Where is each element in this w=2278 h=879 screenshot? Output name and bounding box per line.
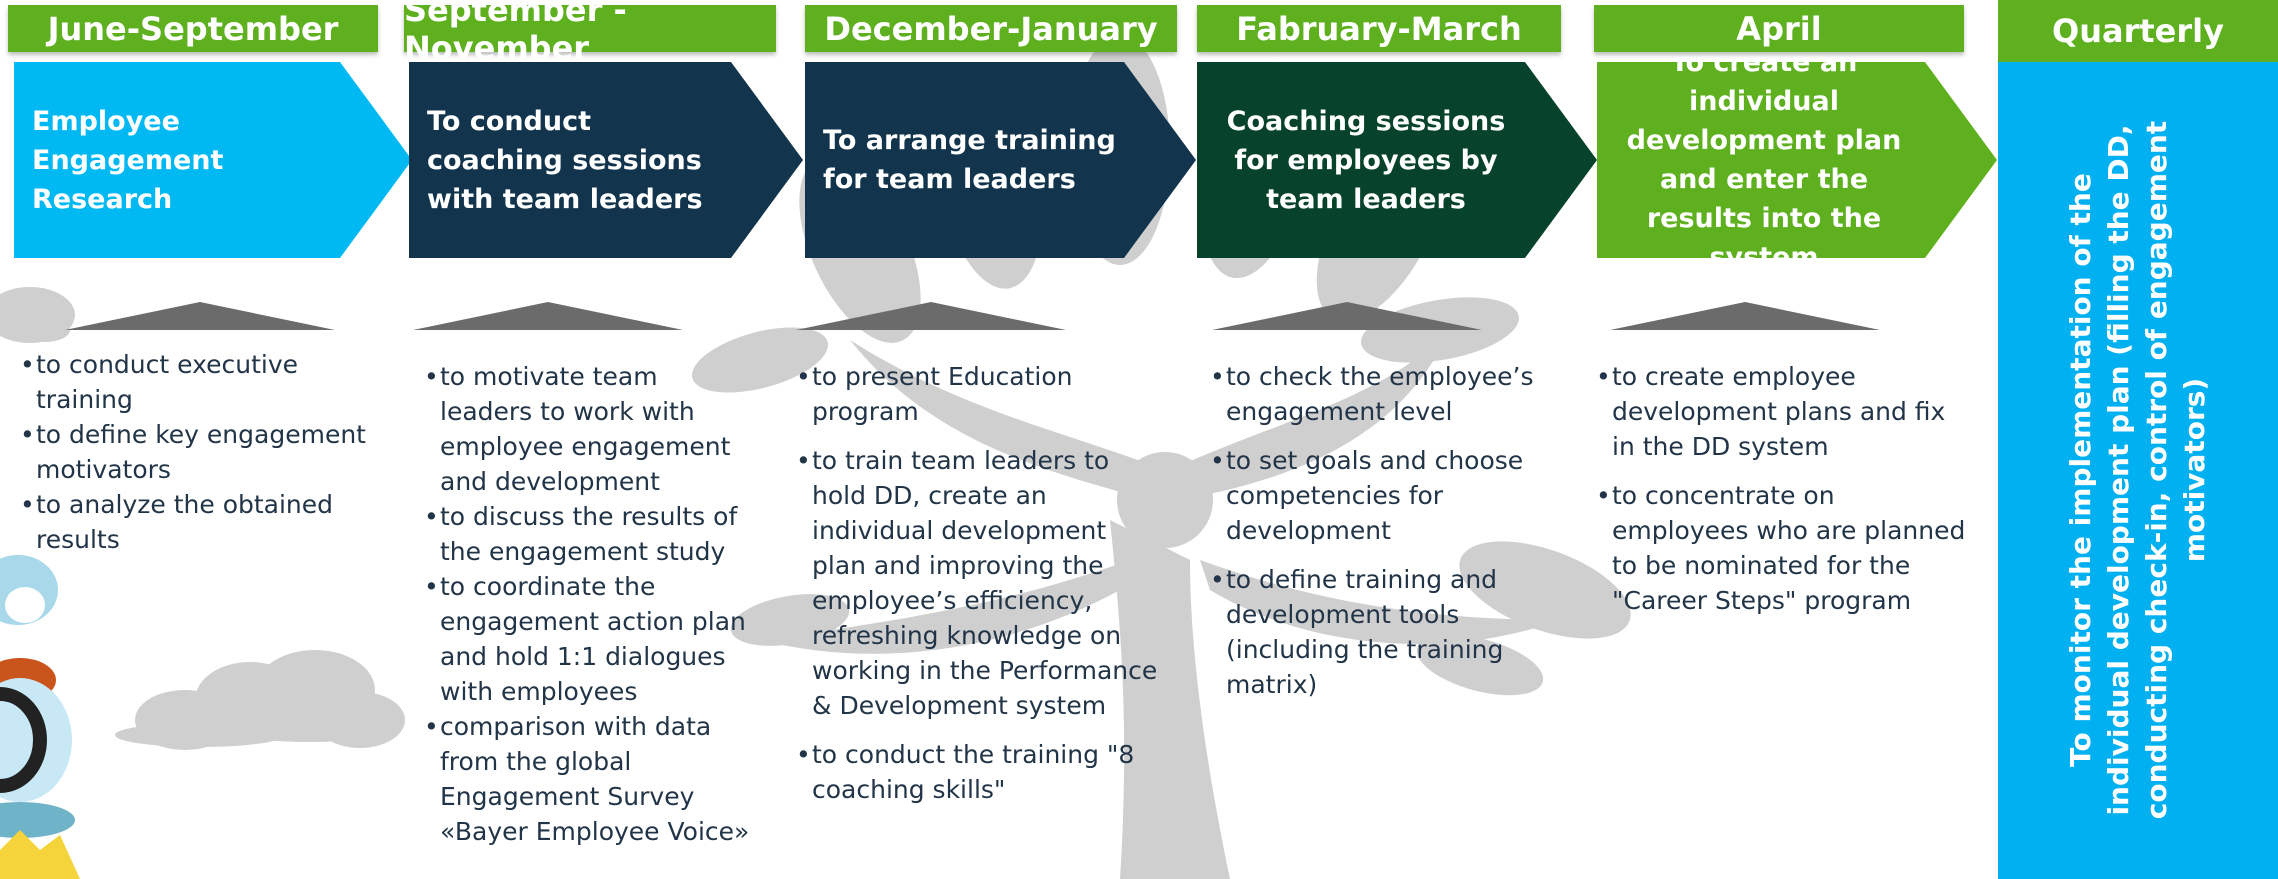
quarterly-text: To monitor the implementation of the ind… <box>2064 120 2211 820</box>
pointer-triangle-3 <box>796 302 1066 330</box>
bullet-item: to discuss the results of the engagement… <box>424 499 756 569</box>
stage-title-4: Coaching sessions for employees by team … <box>1226 105 1506 215</box>
period-header-1: June-September <box>8 5 378 52</box>
quarterly-box <box>1998 62 2278 879</box>
bullet-item: to create employee development plans and… <box>1596 359 1970 464</box>
period-header-quarterly: Quarterly <box>1998 0 2278 62</box>
pointer-triangle-1 <box>65 302 335 330</box>
stage-title-3: To arrange training for team leaders <box>823 125 1116 195</box>
pointer-triangle-4 <box>1212 302 1482 330</box>
stage-title-1: Employee Engagement Research <box>32 105 224 215</box>
pointer-triangle-2 <box>413 302 683 330</box>
stage-bullets-2: to motivate team leaders to work with em… <box>424 359 756 849</box>
cloud-icon <box>0 287 405 750</box>
period-header-2: September -November <box>404 0 776 67</box>
bullet-item: to concentrate on employees who are plan… <box>1596 478 1970 618</box>
stage-bullets-3: to present Education program to train te… <box>796 359 1168 807</box>
bullet-item: to conduct executive training <box>20 347 367 417</box>
bullet-item: to motivate team leaders to work with em… <box>424 359 756 499</box>
stage-chevron-2: To conduct coaching sessions with team l… <box>409 62 803 258</box>
bullet-item: to analyze the obtained results <box>20 487 367 557</box>
stage-title-5: To create an individual development plan… <box>1626 47 1902 273</box>
bullet-item: to train team leaders to hold DD, create… <box>796 443 1168 723</box>
mascot-icon <box>0 555 80 879</box>
stage-bullets-5: to create employee development plans and… <box>1596 359 1970 618</box>
stage-chevron-4: Coaching sessions for employees by team … <box>1197 62 1597 258</box>
bullet-item: to check the employee’s engagement level <box>1210 359 1542 429</box>
period-header-4: Fabruary-March <box>1197 5 1561 52</box>
bullet-item: to define key engagement motivators <box>20 417 367 487</box>
stage-chevron-3: To arrange training for team leaders <box>805 62 1196 258</box>
stage-chevron-1: Employee Engagement Research <box>14 62 412 258</box>
pointer-triangle-5 <box>1610 302 1880 330</box>
period-header-3: December-January <box>805 5 1177 52</box>
period-header-5: April <box>1594 5 1964 52</box>
stage-bullets-1: to conduct executive training to define … <box>20 347 367 557</box>
stage-chevron-5: To create an individual development plan… <box>1597 62 1997 258</box>
bullet-item: to present Education program <box>796 359 1168 429</box>
bullet-item: to conduct the training "8 coaching skil… <box>796 737 1168 807</box>
bullet-item: comparison with data from the global Eng… <box>424 709 756 849</box>
stage-title-2: To conduct coaching sessions with team l… <box>427 105 703 215</box>
stage-bullets-4: to check the employee’s engagement level… <box>1210 359 1542 702</box>
bullet-item: to define training and development tools… <box>1210 562 1542 702</box>
bullet-item: to set goals and choose competencies for… <box>1210 443 1542 548</box>
bullet-item: to coordinate the engagement action plan… <box>424 569 756 709</box>
